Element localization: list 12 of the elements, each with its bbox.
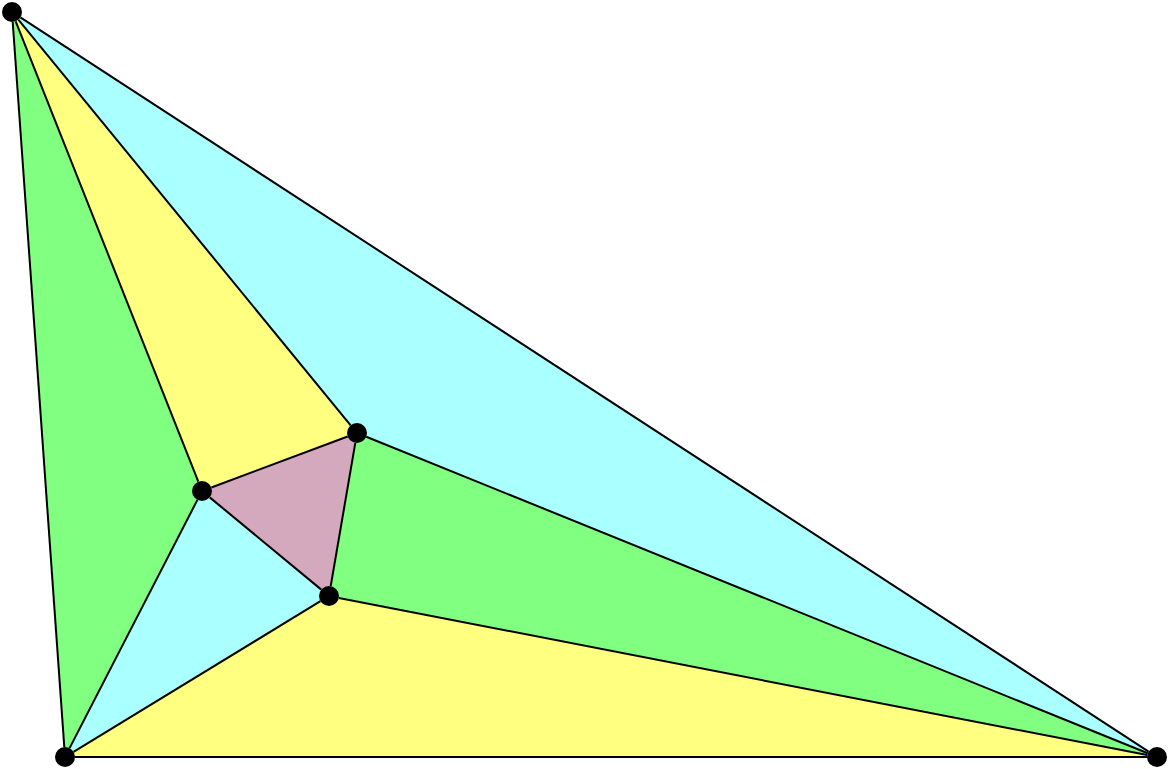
line bbox=[11, 20, 66, 749]
line bbox=[14, 20, 200, 483]
line bbox=[208, 496, 323, 591]
line bbox=[210, 435, 349, 489]
line bbox=[68, 498, 199, 750]
line bbox=[74, 756, 1148, 758]
line bbox=[72, 600, 322, 753]
line bbox=[17, 18, 352, 427]
line bbox=[19, 16, 1150, 753]
line bbox=[365, 435, 1149, 755]
line bbox=[329, 441, 357, 588]
line bbox=[337, 596, 1149, 757]
